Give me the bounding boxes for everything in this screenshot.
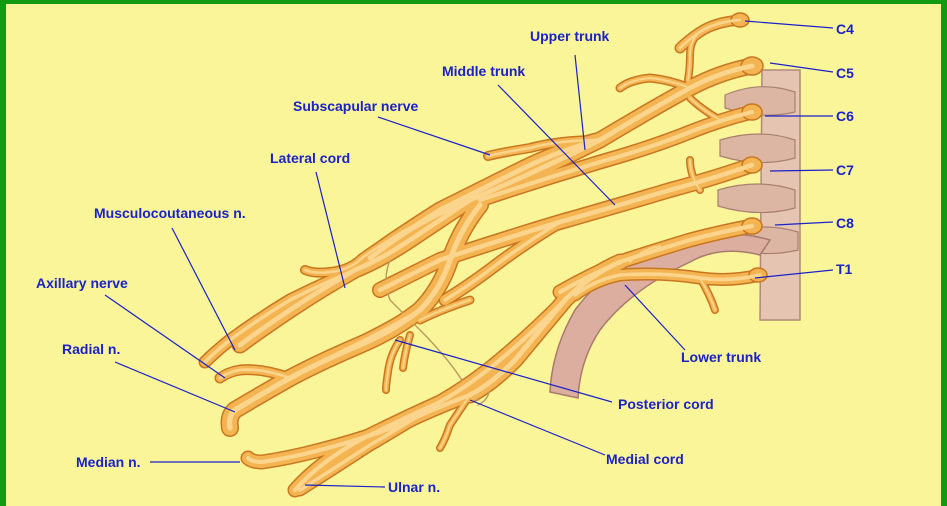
label-musculocutaneous: Musculocoutaneous n. [94, 205, 246, 221]
label-t1: T1 [836, 261, 853, 277]
label-axillary-nerve: Axillary nerve [36, 275, 128, 291]
label-upper-trunk: Upper trunk [530, 28, 610, 44]
label-ulnar: Ulnar n. [388, 479, 440, 495]
first-rib [550, 234, 770, 398]
label-c6: C6 [836, 108, 854, 124]
label-medial-cord: Medial cord [606, 451, 684, 467]
label-middle-trunk: Middle trunk [442, 63, 525, 79]
label-lower-trunk: Lower trunk [681, 349, 761, 365]
label-c5: C5 [836, 65, 854, 81]
label-c4: C4 [836, 21, 854, 37]
brachial-plexus-diagram: C4 C5 C6 C7 C8 T1 Upper trunk Middle tru… [6, 4, 941, 506]
label-subscapular-nerve: Subscapular nerve [293, 98, 418, 114]
diagram-frame: C4 C5 C6 C7 C8 T1 Upper trunk Middle tru… [6, 4, 941, 506]
label-posterior-cord: Posterior cord [618, 396, 714, 412]
label-c8: C8 [836, 215, 854, 231]
label-median: Median n. [76, 454, 141, 470]
label-c7: C7 [836, 162, 854, 178]
label-radial: Radial n. [62, 341, 120, 357]
label-lateral-cord: Lateral cord [270, 150, 350, 166]
